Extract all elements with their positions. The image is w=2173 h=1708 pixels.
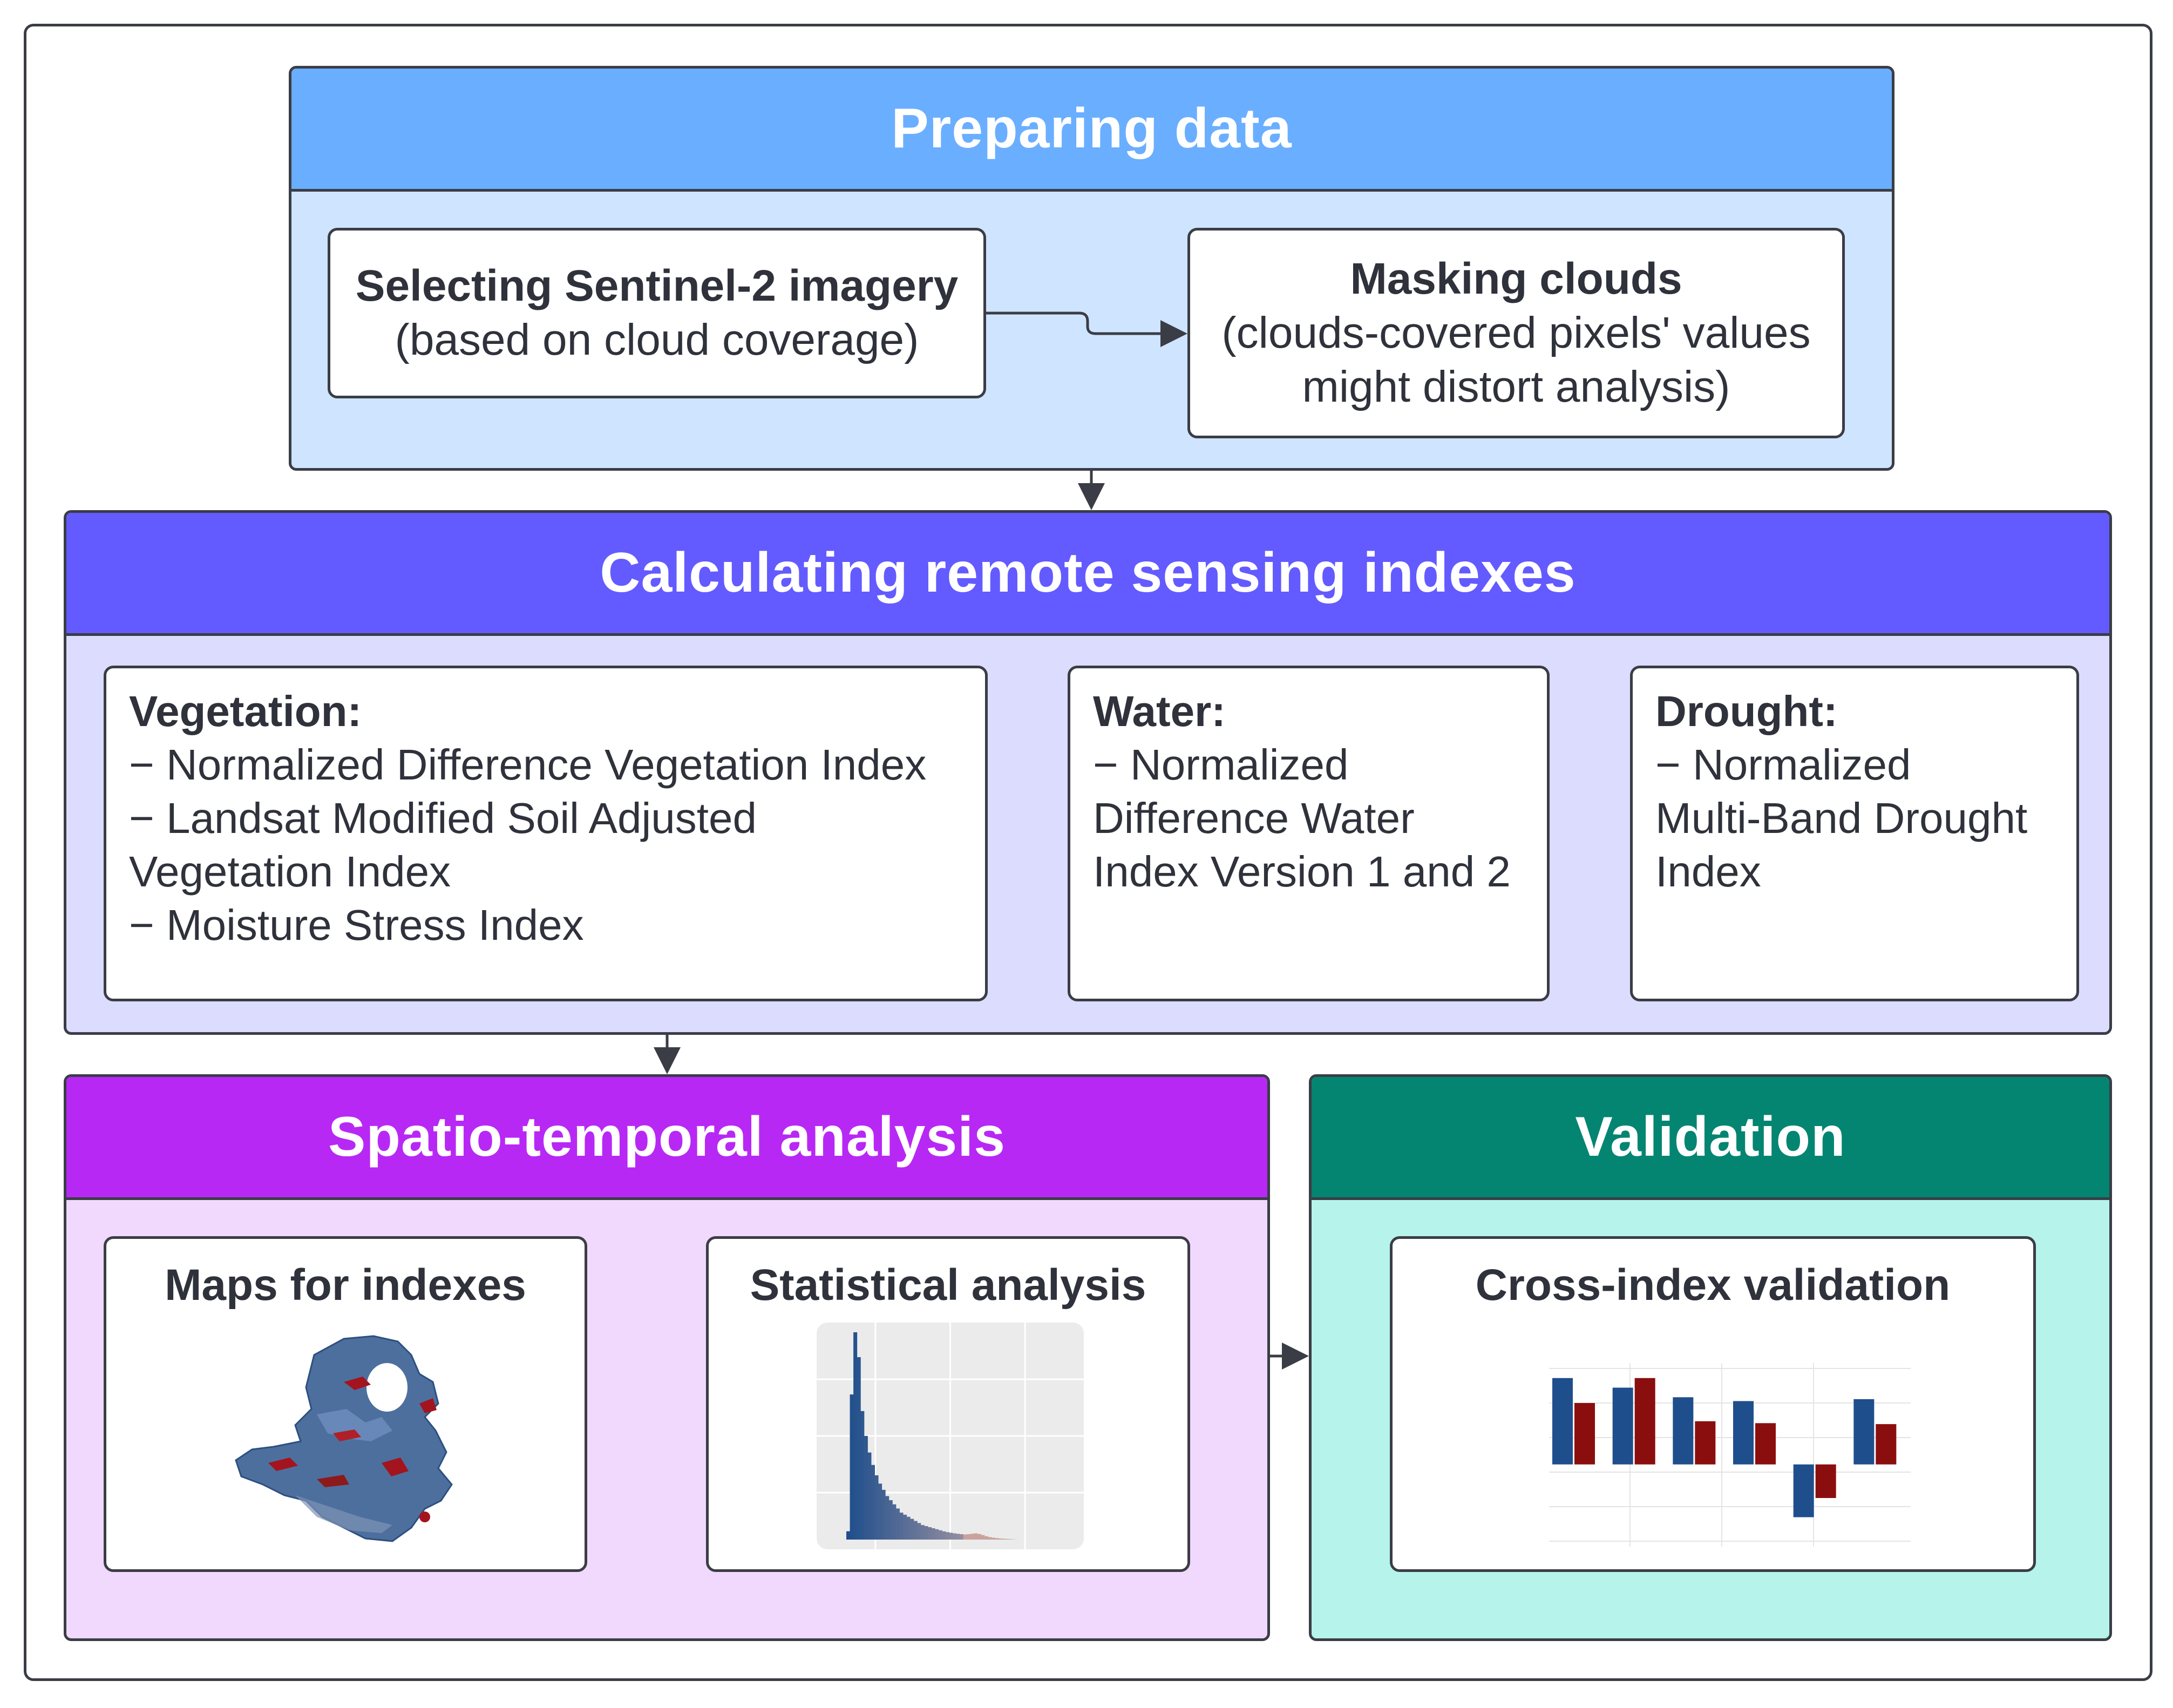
histogram-bar (924, 1526, 928, 1540)
drought-item: Index (1655, 848, 1761, 896)
water-item: Index Version 1 and 2 (1093, 848, 1511, 896)
histogram-bar (860, 1411, 865, 1540)
masking-clouds-title: Masking clouds (1350, 254, 1682, 303)
histogram-bar (850, 1394, 854, 1540)
histogram-bar (878, 1483, 882, 1540)
histogram-bar (1009, 1539, 1013, 1540)
drought-box: Drought: − Normalized Multi-Band Drought… (1630, 666, 2079, 1001)
cross-validation-box: Cross-index validation (1390, 1236, 2036, 1572)
spatio-temporal-header: Spatio-temporal analysis (66, 1077, 1267, 1200)
vegetation-heading: Vegetation: (129, 687, 362, 735)
drought-item: Multi-Band Drought (1655, 794, 2028, 842)
chart-bar (1853, 1399, 1875, 1465)
water-item: Difference Water (1093, 794, 1415, 842)
region-map-icon (235, 1335, 453, 1542)
histogram-bar (956, 1534, 960, 1540)
select-imagery-title: Selecting Sentinel-2 imagery (355, 261, 959, 310)
histogram-bar (995, 1538, 999, 1540)
histogram-bar (906, 1516, 911, 1540)
histogram-bar (974, 1533, 978, 1540)
histogram-bar (913, 1521, 918, 1540)
select-imagery-subtitle: (based on cloud coverage) (395, 315, 919, 364)
histogram-bar (967, 1534, 971, 1540)
vegetation-item: Vegetation Index (129, 848, 451, 896)
vegetation-box: Vegetation: − Normalized Difference Vege… (104, 666, 988, 1001)
calculating-indexes-header: Calculating remote sensing indexes (66, 513, 2109, 636)
histogram-bar (984, 1536, 988, 1540)
histogram-bar (1006, 1538, 1010, 1540)
maps-title: Maps for indexes (165, 1260, 526, 1310)
histogram-bar (931, 1528, 935, 1540)
water-box: Water: − Normalized Difference Water Ind… (1068, 666, 1550, 1001)
histogram-bar (857, 1357, 861, 1540)
masking-clouds-line1: (clouds-covered pixels' values (1221, 308, 1811, 357)
chart-bar (1815, 1464, 1836, 1498)
histogram-bar (935, 1529, 939, 1540)
chart-bar (1876, 1424, 1897, 1465)
drought-heading: Drought: (1655, 687, 1838, 735)
histogram-bar (945, 1532, 949, 1540)
select-imagery-box: Selecting Sentinel-2 imagery (based on c… (328, 228, 986, 398)
chart-bar (1793, 1464, 1814, 1517)
histogram-bar (888, 1500, 893, 1540)
histogram-bar (1002, 1538, 1006, 1540)
histogram-bar (920, 1525, 925, 1540)
vegetation-item: − Landsat Modified Soil Adjusted (129, 794, 757, 842)
preparing-data-header: Preparing data (291, 69, 1892, 192)
chart-bar (1612, 1387, 1633, 1465)
histogram-bar (853, 1332, 858, 1540)
histogram-bar (917, 1523, 921, 1540)
maps-box: Maps for indexes (104, 1236, 587, 1572)
chart-bar (1755, 1423, 1776, 1465)
histogram-bar (874, 1475, 879, 1540)
histogram-bar (899, 1513, 904, 1540)
vegetation-item: − Moisture Stress Index (129, 901, 584, 949)
histogram-bar (981, 1535, 985, 1540)
drought-item: − Normalized (1655, 741, 1911, 789)
histogram-bar (977, 1534, 981, 1540)
stats-title: Statistical analysis (750, 1260, 1146, 1310)
histogram-bar (949, 1533, 953, 1540)
preparing-data-section: Preparing data (289, 66, 1894, 471)
cross-validation-title: Cross-index validation (1475, 1260, 1951, 1310)
bar-chart-icon (1549, 1363, 1911, 1547)
histogram-bar (864, 1436, 868, 1540)
chart-bar (1733, 1401, 1754, 1465)
water-item: − Normalized (1093, 741, 1349, 789)
histogram-bar (881, 1489, 886, 1540)
histogram-bar (867, 1452, 872, 1540)
histogram-bar (970, 1534, 974, 1540)
histogram-bar (988, 1537, 992, 1540)
water-heading: Water: (1093, 687, 1226, 735)
histogram-icon (817, 1323, 1084, 1549)
chart-bar (1695, 1421, 1716, 1465)
vegetation-item: − Normalized Difference Vegetation Index (129, 741, 927, 789)
histogram-bar (963, 1534, 967, 1540)
histogram-bar (885, 1496, 889, 1540)
histogram-bar (942, 1531, 946, 1540)
histogram-bar (938, 1530, 942, 1540)
histogram-bar (999, 1538, 1003, 1540)
histogram-bar (910, 1519, 914, 1540)
histogram-bar (927, 1527, 932, 1540)
validation-header: Validation (1312, 1077, 2109, 1200)
histogram-bar (895, 1508, 900, 1540)
histogram-bar (892, 1504, 897, 1540)
histogram-bar (903, 1514, 907, 1540)
masking-clouds-box: Masking clouds (clouds-covered pixels' v… (1187, 228, 1845, 438)
masking-clouds-line2: might distort analysis) (1302, 362, 1730, 411)
histogram-bar (846, 1531, 851, 1540)
chart-bar (1552, 1378, 1573, 1465)
histogram-bar (952, 1533, 956, 1540)
histogram-bar (992, 1537, 996, 1540)
stats-box: Statistical analysis (706, 1236, 1190, 1572)
chart-bar (1673, 1397, 1694, 1465)
chart-bar (1574, 1403, 1595, 1465)
chart-bar (1634, 1378, 1655, 1465)
histogram-bar (960, 1534, 964, 1540)
histogram-bar (871, 1465, 875, 1540)
